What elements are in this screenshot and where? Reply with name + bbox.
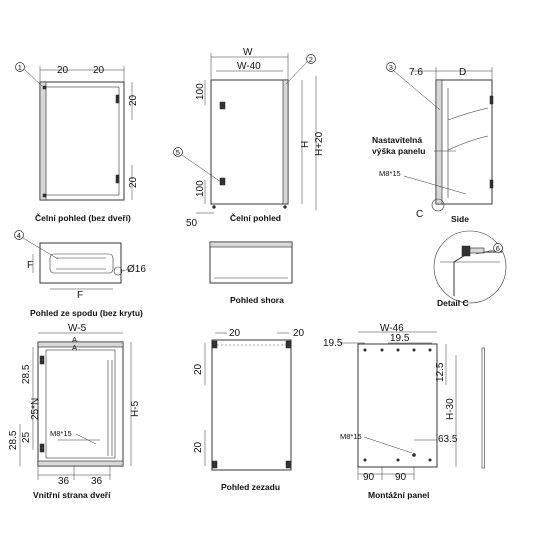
screw-label: M8*15 [50, 429, 72, 438]
dim-label: 20 [128, 94, 139, 106]
callout-bubble [15, 62, 25, 72]
screw-label: M8*15 [379, 169, 401, 178]
dim-label: 20 [193, 363, 204, 375]
dim-label: F [27, 260, 33, 271]
screw-label: M8*15 [340, 432, 362, 441]
view-caption: Čelní pohled (bez dveří) [35, 212, 131, 223]
view-caption: Vnitřní strana dveří [33, 490, 111, 500]
view-front-no-door: 20 20 20 20 1 Čelní pohled (bez dveří) [15, 62, 139, 223]
dim-label: 36 [58, 476, 70, 487]
dim-label: H+20 [314, 131, 325, 156]
dim-label: H-30 [445, 398, 456, 420]
dim-label: 20 [93, 65, 105, 76]
dim-label: 20 [128, 176, 139, 188]
note-text: výška panelu [372, 146, 425, 156]
dim-label: 20 [293, 328, 305, 339]
view-door-inside: W-5 A A 28.5 25*N 28.5 25 36 36 H-5 M8*1… [8, 323, 141, 500]
dim-label: H [300, 141, 311, 148]
door-outline [37, 341, 124, 467]
view-mounting-panel: W-46 19.5 19.5 12.5 H-30 63.5 90 90 M8*1… [323, 323, 485, 500]
dim-label: D [459, 67, 466, 78]
dim-label: 90 [395, 472, 407, 483]
svg-text:4: 4 [17, 231, 21, 240]
dim-label: 50 [186, 218, 198, 229]
hinge [219, 101, 226, 110]
callout-bubble [14, 230, 24, 240]
view-side: 7.6 D Nastavitelná výška panelu M8*15 C … [372, 62, 494, 224]
view-front: W W-40 100 100 H H+20 50 2 5 Čelní pohle… [173, 47, 325, 229]
callout-bubble [386, 62, 396, 72]
svg-text:2: 2 [309, 55, 313, 64]
hinge [219, 177, 226, 186]
dim-label: 28.5 [8, 430, 19, 450]
dim-label: H-5 [130, 400, 141, 417]
dim-label: 100 [195, 83, 206, 100]
dim-label: 63.5 [438, 434, 458, 445]
view-caption: Pohled shora [230, 295, 284, 305]
note-text: Nastavitelná [372, 135, 422, 145]
svg-text:1: 1 [18, 63, 22, 72]
dim-label: 20 [57, 65, 69, 76]
enclosure-outline [209, 241, 293, 284]
callout-bubble [306, 54, 316, 64]
detail-circle [433, 230, 507, 304]
dim-label: 36 [91, 476, 103, 487]
enclosure-outline [211, 339, 292, 471]
svg-text:6: 6 [496, 244, 500, 253]
enclosure-outline [210, 79, 289, 205]
dim-label: A [72, 335, 77, 344]
svg-text:5: 5 [176, 148, 180, 157]
svg-text:3: 3 [389, 63, 393, 72]
view-detail-c: 6 Detail C [433, 230, 507, 308]
dim-label: Ø16 [127, 264, 146, 275]
view-caption: Pohled ze spodu (bez krytu) [30, 308, 143, 318]
dim-label: 19.5 [323, 338, 343, 349]
view-top: Pohled shora [209, 241, 293, 305]
dim-label: 28.5 [21, 364, 32, 384]
dim-label: W [243, 47, 253, 58]
view-rear: 20 20 20 20 Pohled zezadu [193, 328, 305, 492]
detail-circle [431, 198, 445, 212]
view-caption: Pohled zezadu [221, 482, 280, 492]
dim-label: W-46 [380, 323, 404, 334]
dim-label: 20 [193, 441, 204, 453]
callout-bubble [493, 243, 503, 253]
panel-outline [357, 343, 438, 468]
view-caption: Side [451, 214, 469, 224]
dim-label: 20 [229, 328, 241, 339]
dim-label: 25*N [30, 398, 41, 420]
dim-label: F [77, 290, 83, 301]
view-bottom: F F Ø16 4 Pohled ze spodu (bez krytu) [14, 230, 146, 318]
dim-label: 90 [363, 472, 375, 483]
dim-label: 7.6 [409, 67, 423, 78]
enclosure-outline [435, 79, 493, 205]
dim-label: W-40 [237, 61, 261, 72]
dim-label: 100 [195, 180, 206, 197]
callout-bubble [173, 147, 183, 157]
detail-ref: C [416, 209, 423, 220]
enclosure-outline [39, 242, 122, 284]
view-caption: Čelní pohled [230, 212, 281, 223]
dim-label: W-5 [68, 323, 87, 334]
dim-label: 12.5 [435, 362, 446, 382]
dim-label: 25 [21, 431, 32, 443]
view-caption: Detail C [437, 298, 469, 308]
dim-label: A [72, 343, 77, 352]
view-caption: Montážní panel [368, 490, 429, 500]
dim-label: 19.5 [390, 333, 410, 344]
enclosure-outline [39, 81, 125, 201]
panel-edge [481, 347, 485, 469]
